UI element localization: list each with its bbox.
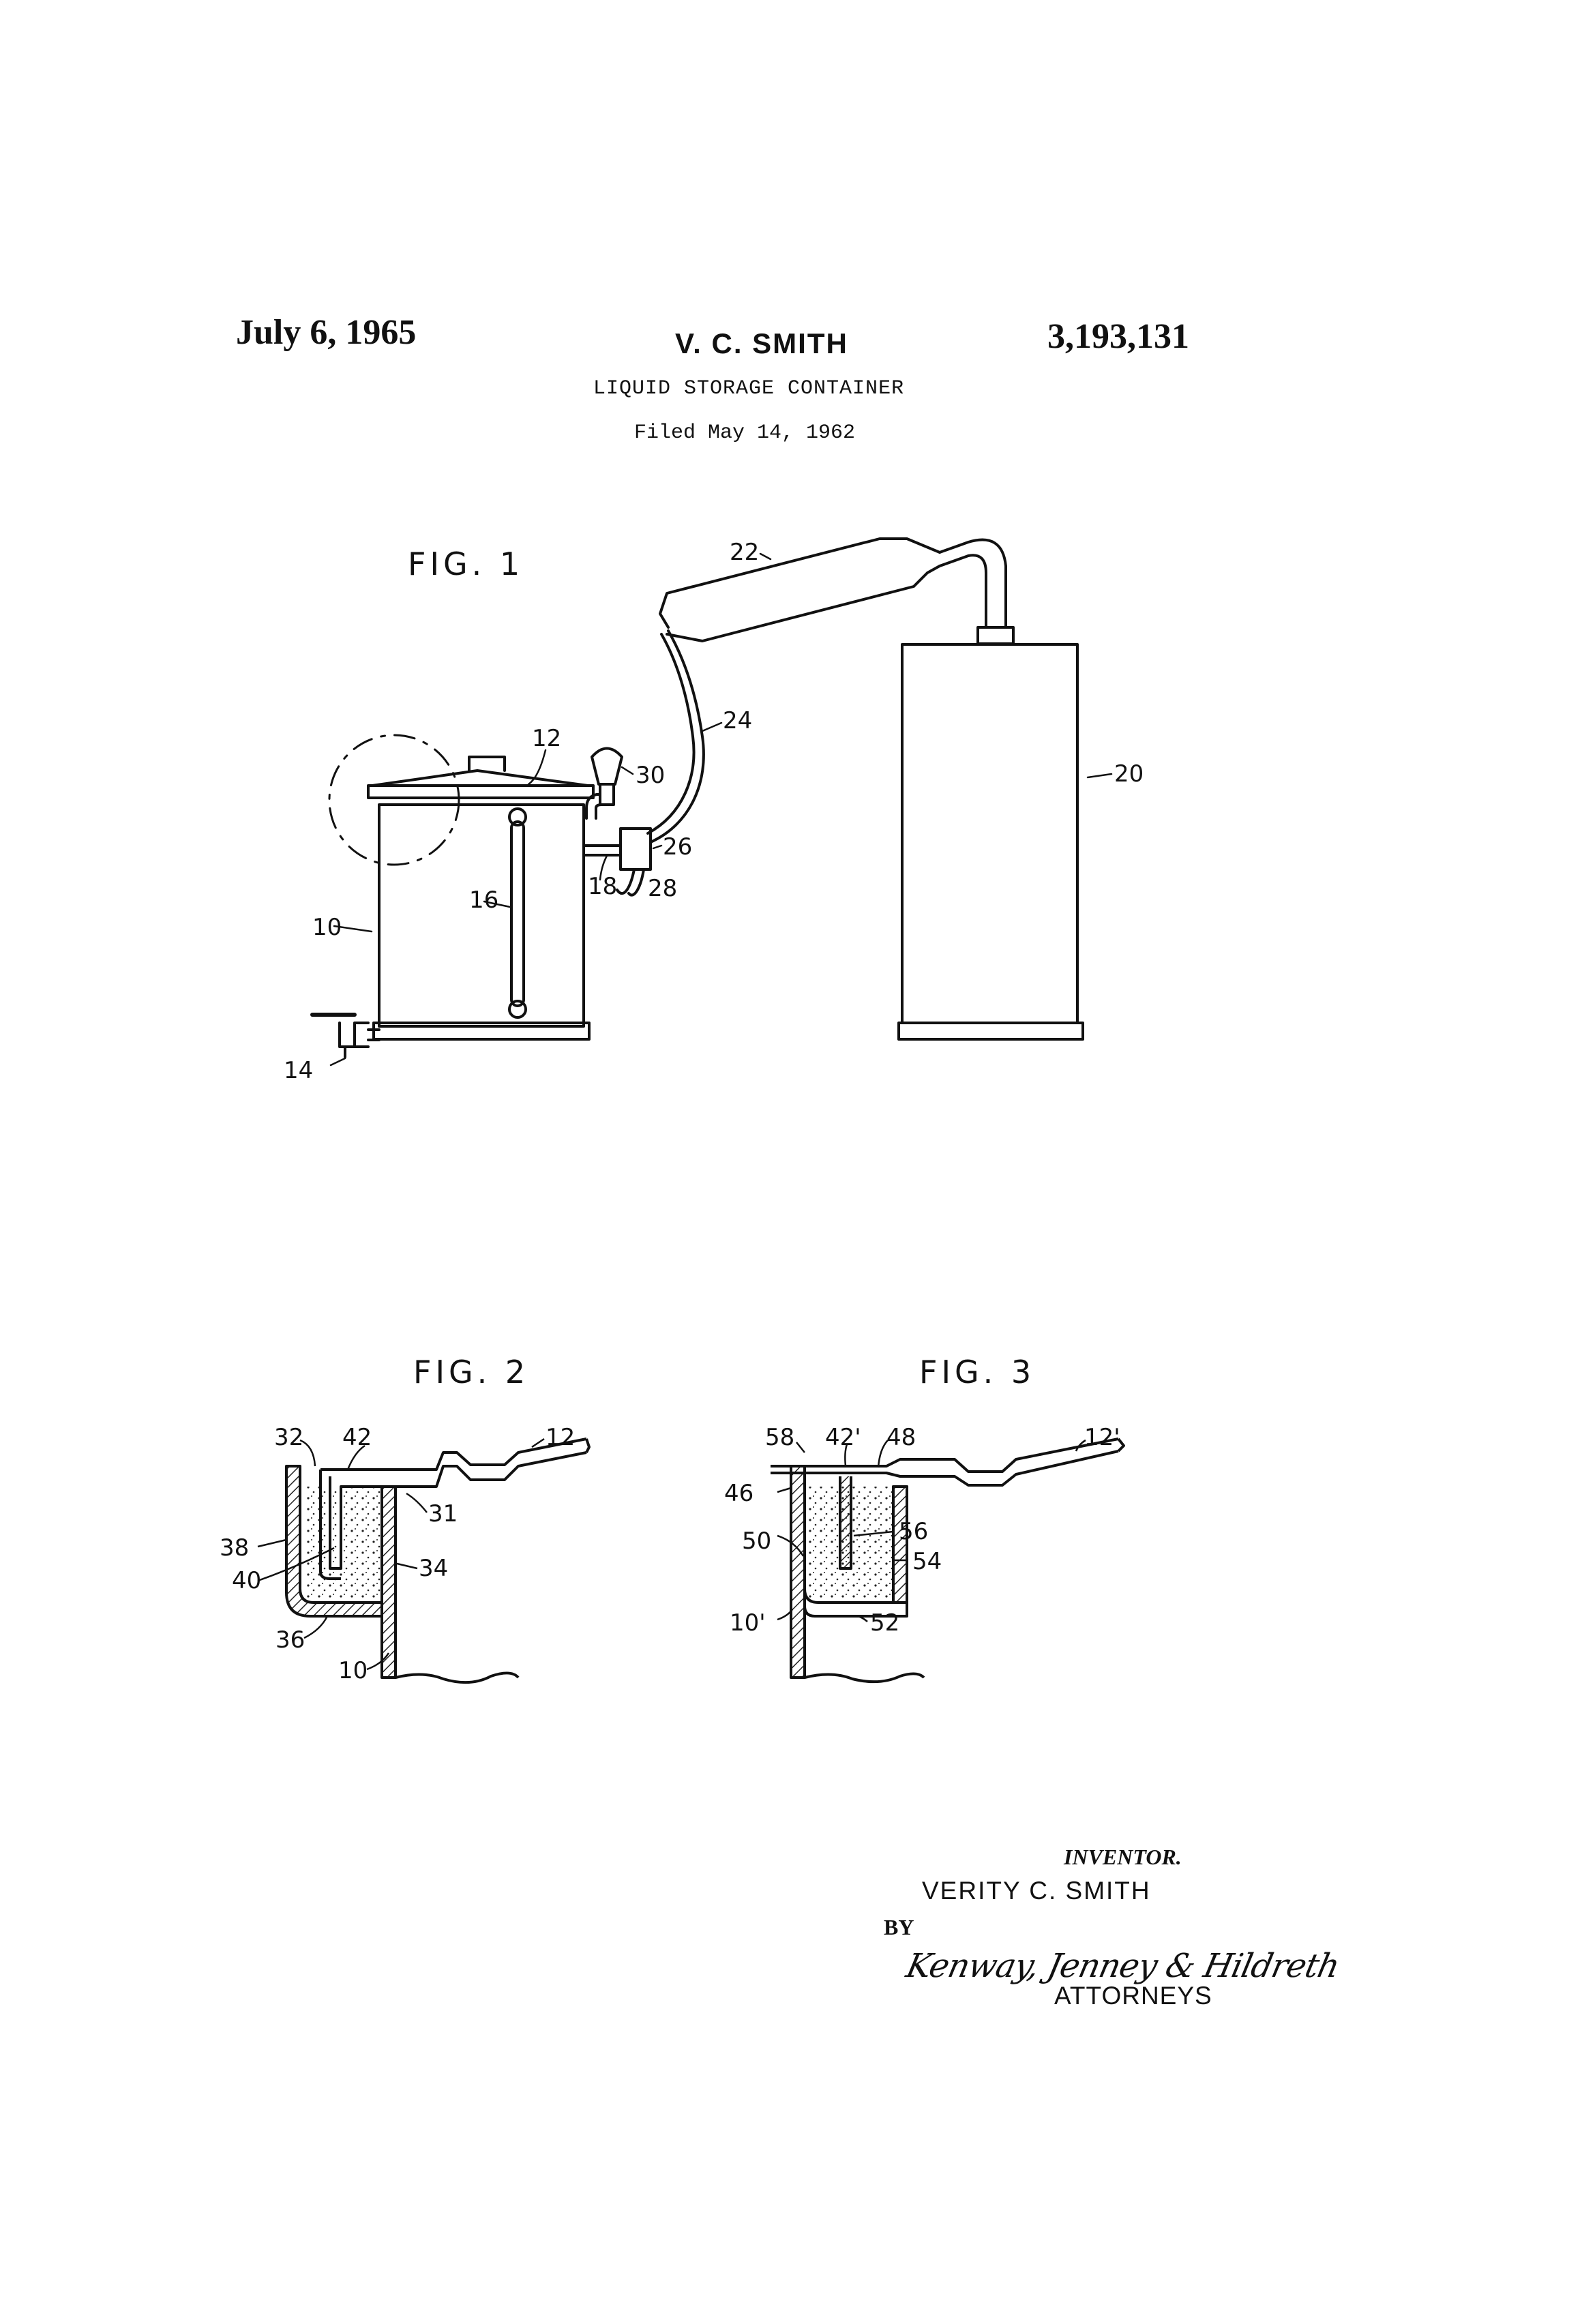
vent-30 — [591, 747, 623, 786]
fig1-ref-28: 28 — [648, 875, 678, 902]
attorney-signature: Kenway, Jenney & Hildreth — [903, 1947, 1343, 1985]
fig3-ref-48: 48 — [886, 1424, 916, 1451]
patent-date: July 6, 1965 — [236, 313, 417, 352]
fig1-ref-24: 24 — [723, 707, 753, 734]
fig3-ref-56: 56 — [899, 1518, 929, 1545]
inventor-header: V. C. SMITH — [675, 327, 848, 359]
faucet — [353, 1022, 370, 1048]
fig1-ref-30: 30 — [636, 762, 666, 789]
fig3-ref-46: 46 — [724, 1480, 754, 1507]
filed-date: Filed May 14, 1962 — [634, 421, 856, 445]
fig3-ref-50: 50 — [742, 1528, 772, 1555]
cylinder-neck — [976, 626, 1015, 645]
inventor-caption: INVENTOR. — [1064, 1845, 1182, 1869]
lid-rim — [367, 784, 595, 799]
valve-26 — [619, 827, 652, 871]
fig1-ref-20: 20 — [1114, 760, 1144, 788]
fig2-ref-38: 38 — [220, 1534, 250, 1562]
container-body — [378, 803, 585, 1028]
sight-glass — [510, 820, 525, 1007]
fig3-ref-42p: 42' — [825, 1424, 861, 1451]
fig3-ref-10p: 10' — [730, 1609, 766, 1637]
patent-title: LIQUID STORAGE CONTAINER — [593, 377, 905, 400]
fig3-ref-52: 52 — [870, 1609, 900, 1637]
fig1-ref-22: 22 — [730, 539, 760, 566]
fig2-ref-36: 36 — [275, 1626, 305, 1654]
fig1-label: FIG. 1 — [408, 546, 524, 582]
attorneys-label: ATTORNEYS — [1054, 1982, 1212, 2010]
fig2-ref-32: 32 — [274, 1424, 304, 1451]
fig1-ref-14: 14 — [284, 1057, 314, 1084]
fig2-ref-34: 34 — [419, 1555, 449, 1582]
cylinder-20 — [901, 643, 1079, 1024]
detail-circle — [328, 734, 460, 866]
fig1-ref-18: 18 — [588, 873, 618, 900]
fig1-ref-26: 26 — [663, 833, 693, 861]
fig2-ref-31: 31 — [428, 1500, 458, 1528]
fig2-ref-10: 10 — [338, 1657, 368, 1684]
fig2-drawing — [257, 1437, 591, 1684]
fig1-drawing — [310, 537, 1113, 1067]
inventor-name: VERITY C. SMITH — [922, 1877, 1151, 1905]
fig3-drawing — [771, 1437, 1125, 1684]
fig2-ref-40: 40 — [232, 1567, 262, 1594]
fig2-label: FIG. 2 — [413, 1354, 530, 1390]
fig3-ref-12p: 12' — [1084, 1424, 1120, 1451]
by-label: BY — [884, 1915, 914, 1939]
pipe-18 — [582, 844, 622, 856]
fig1-ref-16: 16 — [469, 887, 499, 914]
fig2-ref-12: 12 — [546, 1424, 576, 1451]
fig1-ref-10: 10 — [312, 914, 342, 941]
fig3-outer-wall — [790, 1465, 806, 1679]
fig1-ref-12: 12 — [532, 725, 562, 752]
fig3-label: FIG. 3 — [919, 1354, 1036, 1390]
patent-number: 3,193,131 — [1047, 317, 1189, 356]
hose-24 — [649, 629, 705, 844]
fig3-ref-54: 54 — [912, 1548, 942, 1575]
fig2-ref-42: 42 — [342, 1424, 372, 1451]
lid-top — [371, 769, 589, 787]
lid-handle — [468, 756, 506, 772]
cylinder-base — [897, 1022, 1084, 1041]
fig3-ref-58: 58 — [765, 1424, 795, 1451]
